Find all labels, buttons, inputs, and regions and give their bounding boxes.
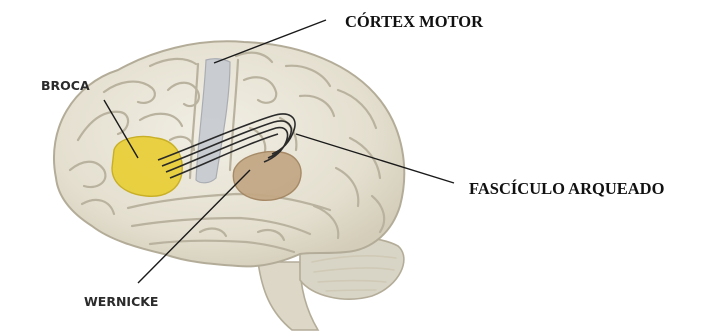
arcuate-fasciculus-label: FASCÍCULO ARQUEADO bbox=[469, 179, 665, 198]
broca-area-region bbox=[112, 137, 182, 197]
wernicke-label: WERNICKE bbox=[84, 294, 158, 309]
motor-cortex-label: CÓRTEX MOTOR bbox=[345, 12, 484, 31]
broca-label: BROCA bbox=[41, 78, 90, 93]
